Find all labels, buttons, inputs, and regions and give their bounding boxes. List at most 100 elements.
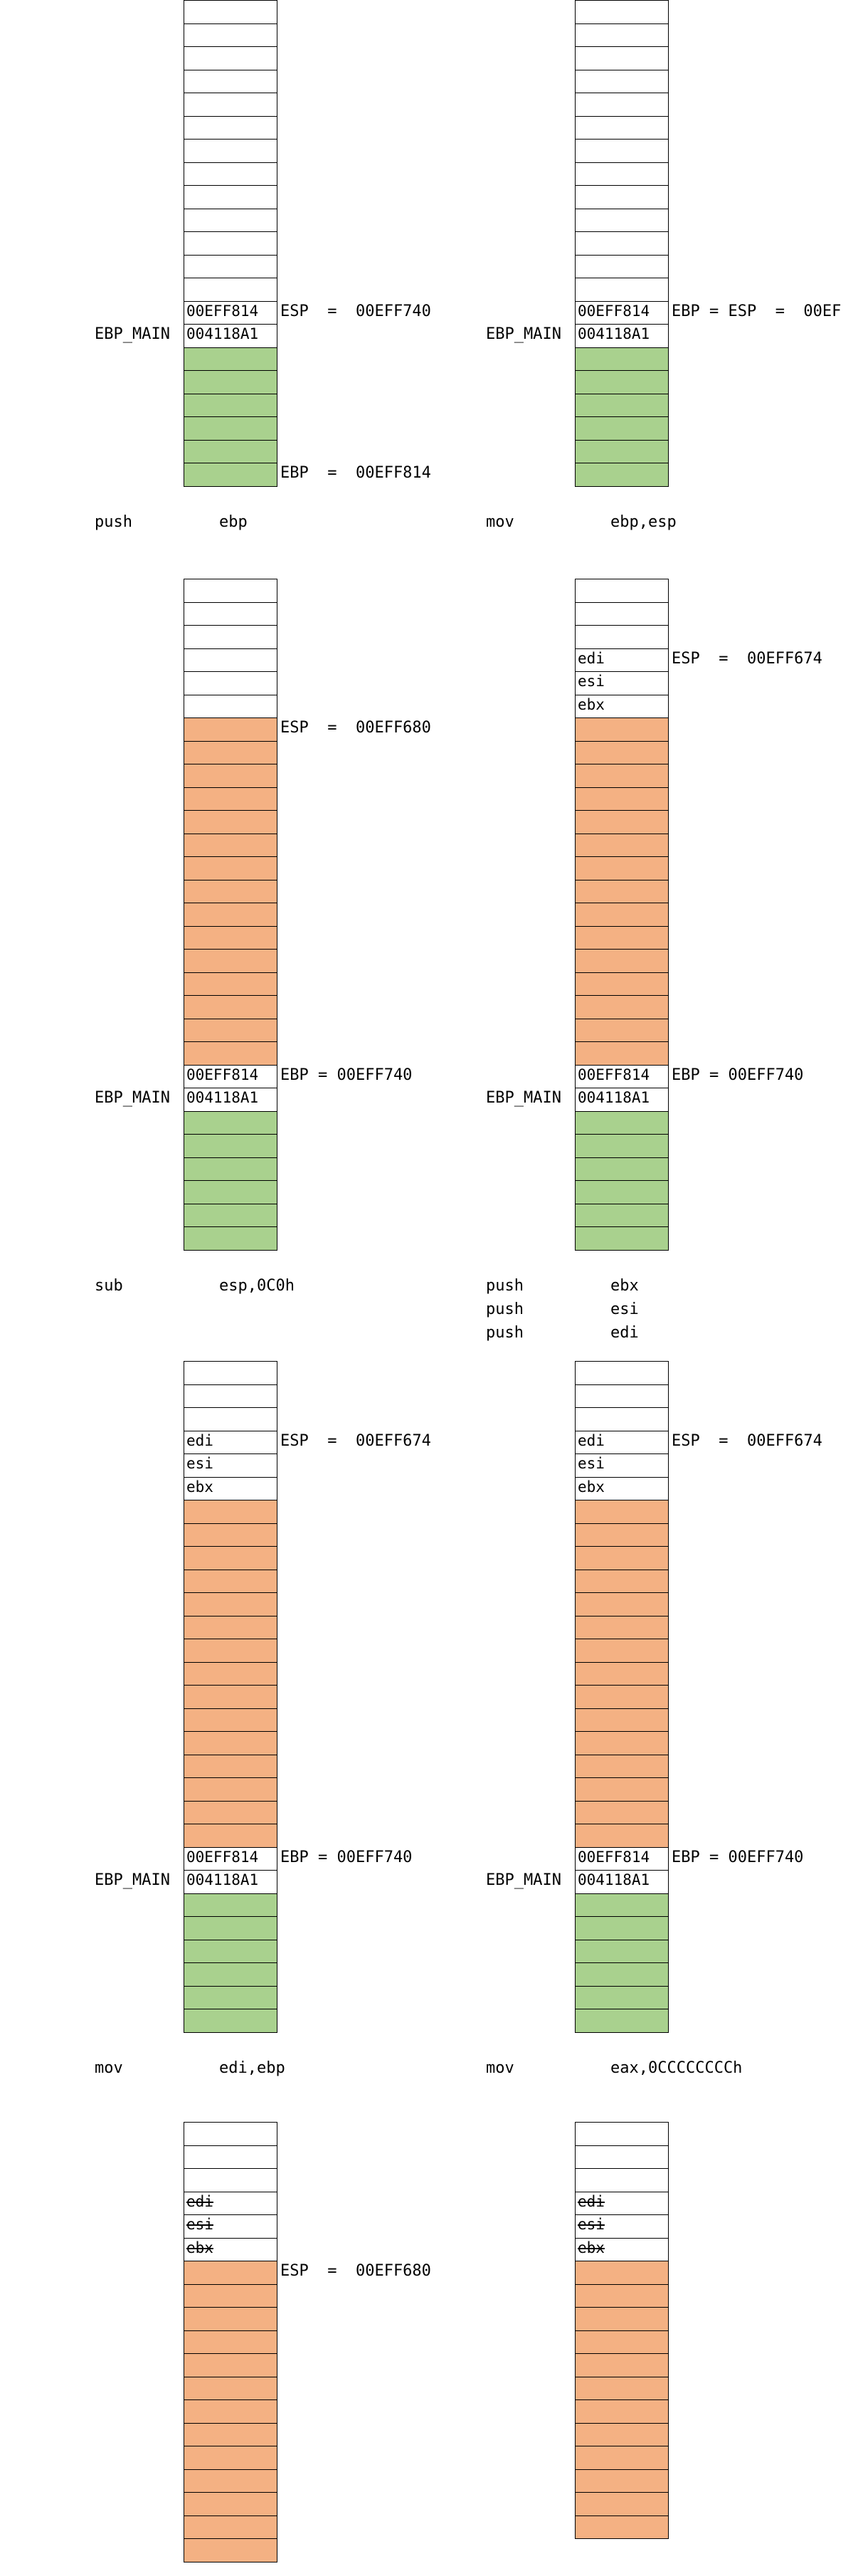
instruction-opcode: mov [486, 2059, 514, 2077]
instruction-opcode: sub [95, 1277, 123, 1295]
stack-cell [184, 347, 277, 371]
stack-cell [184, 1523, 277, 1547]
stack-cell [184, 1986, 277, 2009]
stack-cell [575, 1546, 669, 1570]
stack-cell [184, 2168, 277, 2192]
register-annotation: ESP = 00EFF680 [280, 2262, 431, 2280]
stack-cell [184, 2145, 277, 2169]
stack-cell [575, 1226, 669, 1251]
stack-cell [184, 2399, 277, 2424]
stack-cell [184, 1731, 277, 1755]
stack-cell [575, 741, 669, 764]
stack-cell: ebx [575, 2238, 669, 2261]
stack-cell [575, 185, 669, 209]
stack-cell [184, 2446, 277, 2470]
stack-cell [575, 2469, 669, 2493]
frame-label: EBP_MAIN [486, 1871, 561, 1889]
stack-cell [184, 834, 277, 857]
stack-cell [184, 995, 277, 1019]
stack-cell: ebx [184, 1477, 277, 1500]
stack-cell [184, 278, 277, 302]
stack-cell [575, 1708, 669, 1732]
stack-cell [184, 185, 277, 209]
stack-cell [575, 162, 669, 186]
stack-cell [575, 926, 669, 950]
stack-cell [184, 2353, 277, 2377]
stack-cell [184, 1685, 277, 1709]
frame-label: EBP_MAIN [95, 1871, 170, 1889]
stack-cell: edi [184, 2192, 277, 2215]
stack-cell [184, 1384, 277, 1408]
stack-cell [575, 787, 669, 811]
stack-cell [184, 70, 277, 93]
stack-cell [575, 1523, 669, 1547]
stack-cell [575, 1500, 669, 1524]
stack-cell [575, 416, 669, 441]
stack-cell [184, 949, 277, 973]
stack-cell [184, 625, 277, 649]
stack-cell [575, 209, 669, 232]
stack-cell [184, 926, 277, 950]
stack-cell [184, 162, 277, 186]
stack-cell [184, 648, 277, 672]
stack-cell [575, 834, 669, 857]
stack-cell [575, 2446, 669, 2470]
instruction-operand: ebp [219, 513, 248, 531]
register-annotation: ESP = 00EFF674 [672, 650, 822, 668]
stack-cell [184, 440, 277, 463]
instruction-operand: edi [610, 1324, 639, 1342]
stack-cell [184, 1940, 277, 1963]
stack-cell [575, 2515, 669, 2539]
stack-cell [575, 2492, 669, 2516]
stack-cell [184, 1041, 277, 1066]
register-annotation: EBP = 00EFF740 [280, 1066, 413, 1084]
stack-cell [575, 1916, 669, 1940]
stack-cell: ebx [184, 2238, 277, 2261]
stack-cell: 00EFF814 [575, 1065, 669, 1088]
stack-cell: esi [575, 1453, 669, 1478]
stack-cell: 00EFF814 [184, 301, 277, 325]
stack-cell [575, 1639, 669, 1663]
stack-cell: 00EFF814 [184, 1847, 277, 1871]
stack-cell [184, 2330, 277, 2354]
stack-cell [575, 1662, 669, 1686]
stack-cell [575, 1731, 669, 1755]
stack-cell [575, 579, 669, 603]
stack-cell [184, 1019, 277, 1042]
stack-cell: edi [184, 1431, 277, 1454]
stack-cell: 004118A1 [575, 324, 669, 348]
stack-cell [575, 1204, 669, 1227]
instruction-operand: ebp,esp [610, 513, 677, 531]
register-annotation: EBP = 00EFF740 [672, 1066, 804, 1084]
instruction-opcode: push [486, 1277, 524, 1295]
stack-cell [575, 70, 669, 93]
stack-cell [184, 1570, 277, 1593]
stack-cell [575, 46, 669, 70]
stack-cell [575, 995, 669, 1019]
stack-cell [575, 1134, 669, 1158]
stack-cell [184, 741, 277, 764]
stack-cell [575, 1893, 669, 1917]
stack-cell [184, 787, 277, 811]
register-annotation: ESP = 00EFF674 [280, 1432, 431, 1450]
stack-cell [184, 579, 277, 603]
stack-cell [184, 416, 277, 441]
frame-label: EBP_MAIN [486, 325, 561, 343]
stack-cell [575, 1962, 669, 1987]
stack-cell [575, 139, 669, 163]
stack-cell [184, 602, 277, 626]
stack-cell [575, 1940, 669, 1963]
stack-cell [184, 2009, 277, 2033]
register-annotation: ESP = 00EFF674 [672, 1432, 822, 1450]
register-annotation: EBP = 00EFF740 [672, 1849, 804, 1866]
instruction-opcode: mov [486, 513, 514, 531]
stack-cell [184, 116, 277, 140]
stack-cell [184, 2469, 277, 2493]
stack-cell [184, 1180, 277, 1204]
stack-cell: esi [575, 671, 669, 695]
instruction-operand: eax,0CCCCCCCCh [610, 2059, 743, 2077]
register-annotation: ESP = 00EFF740 [280, 303, 431, 320]
stack-cell [184, 2377, 277, 2400]
stack-cell [575, 602, 669, 626]
